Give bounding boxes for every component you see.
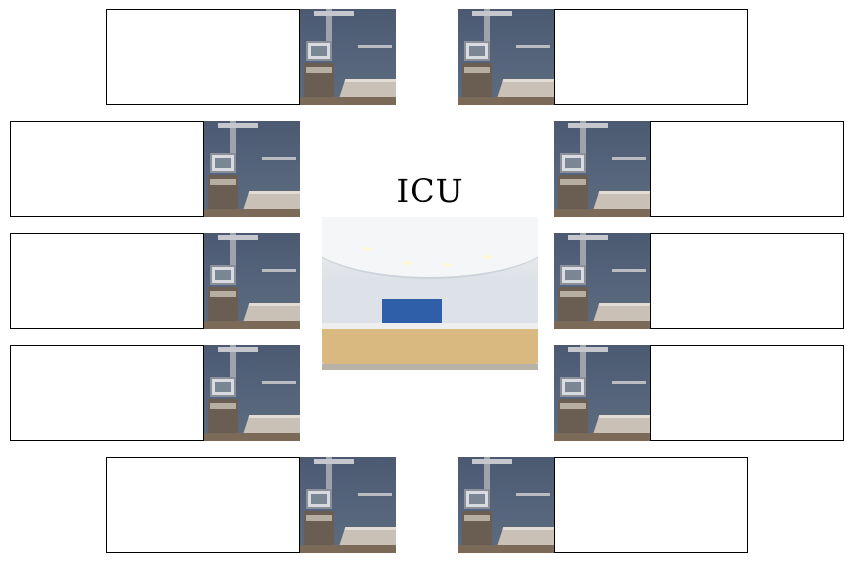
icu-room-image [300,9,396,105]
icu-room-image [204,233,300,329]
icu-room-image [204,121,300,217]
bed-unit-bottom-left [106,457,396,553]
bed-unit-bottom-right [458,457,748,553]
bed-label-box [10,345,204,441]
bed-unit-right-3 [554,345,844,441]
bed-label-box [650,345,844,441]
icu-room-image [204,345,300,441]
bed-unit-left-3 [10,345,300,441]
bed-unit-top-left [106,9,396,105]
icu-room-image [300,457,396,553]
bed-label-box [10,233,204,329]
bed-label-box [106,9,300,105]
bed-unit-right-1 [554,121,844,217]
icu-room-image [458,457,554,553]
icu-room-image [554,345,650,441]
bed-unit-top-right [458,9,748,105]
bed-unit-left-1 [10,121,300,217]
diagram-title: ICU [396,172,464,210]
bed-unit-left-2 [10,233,300,329]
icu-room-image [458,9,554,105]
nurse-station-image [322,217,538,370]
bed-unit-right-2 [554,233,844,329]
icu-room-image [554,233,650,329]
bed-label-box [554,457,748,553]
bed-label-box [106,457,300,553]
icu-room-image [554,121,650,217]
bed-label-box [554,9,748,105]
bed-label-box [650,233,844,329]
bed-label-box [10,121,204,217]
bed-label-box [650,121,844,217]
